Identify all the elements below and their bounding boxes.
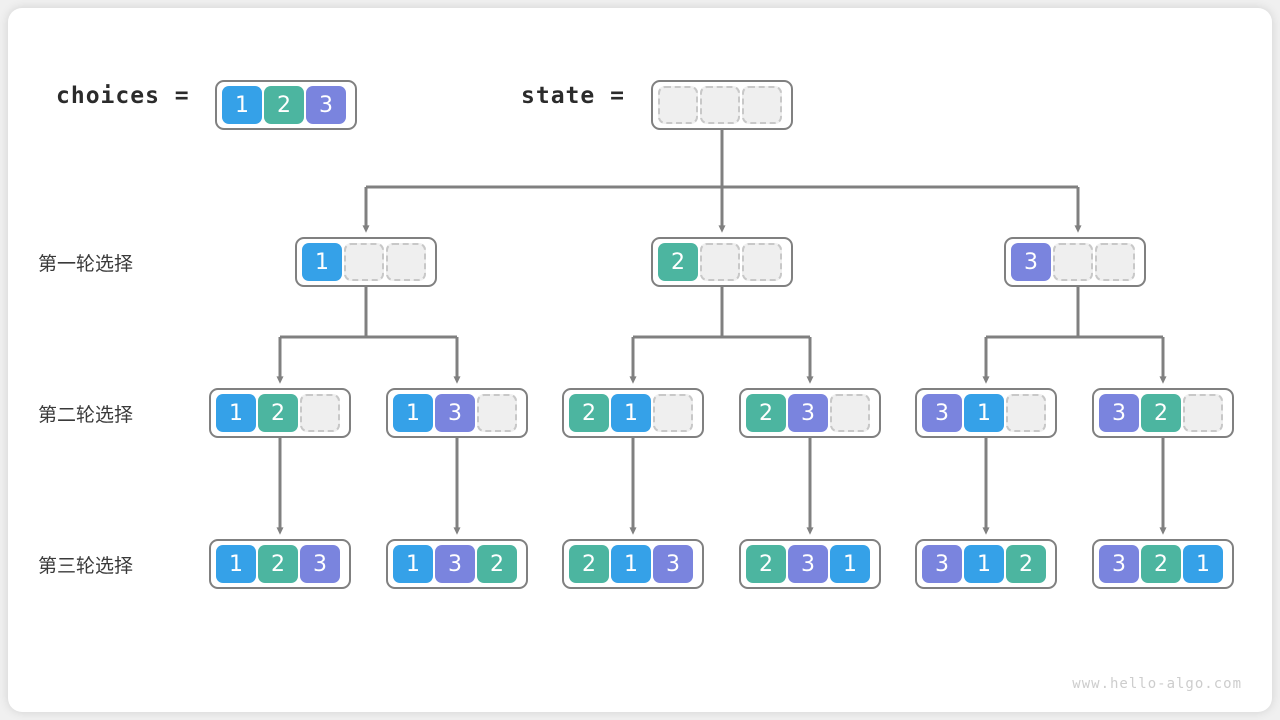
array-cell-filled: 3 xyxy=(306,86,346,124)
array-cell-filled: 3 xyxy=(922,545,962,583)
array-cell-filled: 2 xyxy=(658,243,698,281)
array-cell-filled: 2 xyxy=(1006,545,1046,583)
row-label-round-2: 第二轮选择 xyxy=(38,404,134,426)
array-cell-empty xyxy=(700,243,740,281)
array-cell-empty xyxy=(1053,243,1093,281)
array-cell-filled: 2 xyxy=(264,86,304,124)
array-cell-filled: 1 xyxy=(222,86,262,124)
array-cell-empty xyxy=(1183,394,1223,432)
array-cell-filled: 3 xyxy=(1099,545,1139,583)
array-cell-filled: 3 xyxy=(435,545,475,583)
array-cell-empty xyxy=(300,394,340,432)
array-cell-empty xyxy=(386,243,426,281)
array-cell-filled: 2 xyxy=(477,545,517,583)
array-cell-filled: 3 xyxy=(1099,394,1139,432)
array-cell-filled: 1 xyxy=(964,545,1004,583)
array-cell-filled: 3 xyxy=(922,394,962,432)
array-cell-filled: 3 xyxy=(1011,243,1051,281)
row-label-round-1: 第一轮选择 xyxy=(38,253,134,275)
tree-node-r1-n3: 3 xyxy=(1004,237,1146,287)
array-cell-filled: 1 xyxy=(302,243,342,281)
array-cell-filled: 3 xyxy=(435,394,475,432)
array-cell-empty xyxy=(344,243,384,281)
array-cell-filled: 2 xyxy=(258,545,298,583)
array-cell-filled: 1 xyxy=(216,394,256,432)
array-cell-filled: 2 xyxy=(1141,545,1181,583)
array-cell-filled: 3 xyxy=(788,545,828,583)
array-cell-filled: 2 xyxy=(569,545,609,583)
array-cell-empty xyxy=(830,394,870,432)
state-label: state = xyxy=(521,83,625,109)
array-cell-empty xyxy=(1095,243,1135,281)
array-cell-filled: 3 xyxy=(788,394,828,432)
array-cell-empty xyxy=(742,86,782,124)
state-array xyxy=(651,80,793,130)
array-cell-empty xyxy=(658,86,698,124)
array-cell-empty xyxy=(1006,394,1046,432)
array-cell-filled: 3 xyxy=(300,545,340,583)
array-cell-filled: 2 xyxy=(746,394,786,432)
array-cell-filled: 1 xyxy=(964,394,1004,432)
array-cell-empty xyxy=(742,243,782,281)
array-cell-filled: 1 xyxy=(216,545,256,583)
watermark: www.hello-algo.com xyxy=(1072,676,1242,692)
array-cell-filled: 2 xyxy=(258,394,298,432)
array-cell-empty xyxy=(700,86,740,124)
array-cell-empty xyxy=(653,394,693,432)
row-label-round-3: 第三轮选择 xyxy=(38,555,134,577)
choices-label: choices = xyxy=(56,83,190,109)
array-cell-filled: 3 xyxy=(653,545,693,583)
array-cell-filled: 1 xyxy=(611,394,651,432)
array-cell-filled: 2 xyxy=(746,545,786,583)
array-cell-filled: 2 xyxy=(1141,394,1181,432)
tree-node-r1-n1: 1 xyxy=(295,237,437,287)
array-cell-empty xyxy=(477,394,517,432)
array-cell-filled: 1 xyxy=(393,394,433,432)
array-cell-filled: 1 xyxy=(830,545,870,583)
array-cell-filled: 1 xyxy=(1183,545,1223,583)
array-cell-filled: 1 xyxy=(393,545,433,583)
array-cell-filled: 2 xyxy=(569,394,609,432)
tree-node-r1-n2: 2 xyxy=(651,237,793,287)
array-cell-filled: 1 xyxy=(611,545,651,583)
